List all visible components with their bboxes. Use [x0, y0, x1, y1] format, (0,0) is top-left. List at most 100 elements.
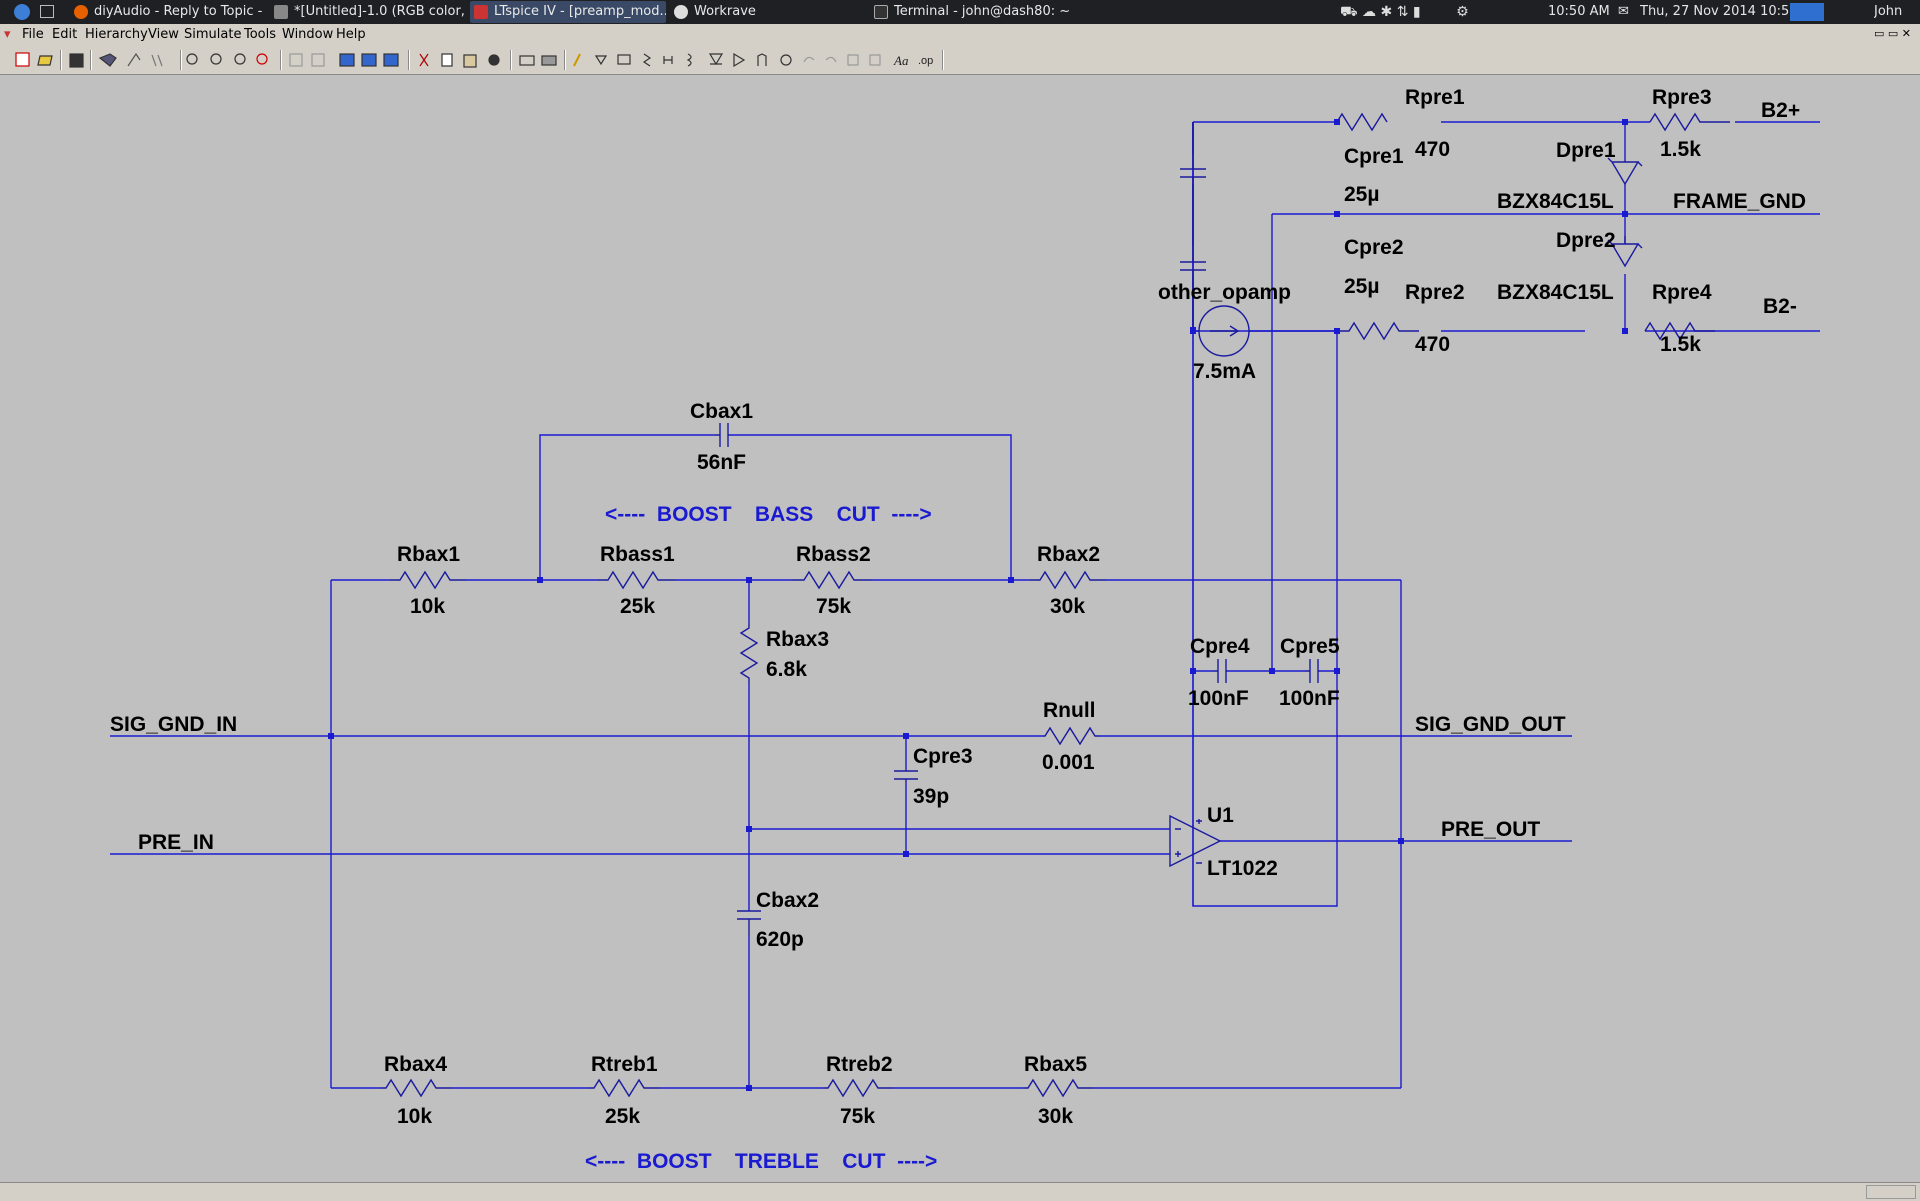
- bass-comment: <---- BOOST BASS CUT ---->: [605, 503, 932, 526]
- zoom-pan-icon[interactable]: [210, 53, 222, 65]
- draw-wire-icon[interactable]: [573, 53, 581, 67]
- mail-icon[interactable]: ✉: [1618, 4, 1629, 19]
- rpre2-symbol: [1337, 321, 1419, 341]
- task-workrave[interactable]: Workrave: [670, 1, 866, 23]
- menu-file[interactable]: File: [22, 27, 44, 42]
- copy-icon[interactable]: [441, 53, 453, 67]
- status-bar: [0, 1182, 1920, 1201]
- save-icon[interactable]: [69, 53, 84, 68]
- rbax3-name: Rbax3: [766, 628, 829, 651]
- rbax1-value: 10k: [410, 595, 445, 618]
- open-icon[interactable]: [37, 55, 53, 66]
- redo-icon[interactable]: [825, 56, 837, 63]
- zoom-in-icon[interactable]: [186, 53, 198, 65]
- undo-icon[interactable]: [803, 56, 815, 63]
- move-icon[interactable]: [757, 53, 767, 66]
- rbass1-symbol: [598, 570, 675, 590]
- menu-hierarchy[interactable]: Hierarchy: [85, 27, 148, 42]
- task-diyaudio[interactable]: diyAudio - Reply to Topic - ...: [70, 1, 266, 23]
- net-sig-gnd-in: SIG_GND_IN: [110, 713, 237, 736]
- task-ltspice[interactable]: LTspice IV - [preamp_mod....: [470, 1, 666, 23]
- net-pre-out: PRE_OUT: [1441, 818, 1540, 841]
- rotate-icon[interactable]: [847, 54, 859, 66]
- inductor-icon[interactable]: [686, 53, 692, 67]
- dpre1-value: BZX84C15L: [1497, 190, 1614, 213]
- cpre3-value: 39p: [913, 785, 949, 808]
- component-icon[interactable]: [733, 52, 746, 68]
- task-terminal[interactable]: Terminal - john@dash80: ~: [870, 1, 1090, 23]
- print-setup-icon[interactable]: [519, 55, 535, 66]
- app-icon[interactable]: ▾: [4, 27, 11, 42]
- capacitor-icon[interactable]: [663, 56, 673, 64]
- window-controls[interactable]: ▭ ▭ ✕: [1874, 27, 1911, 40]
- tile-vertical-icon[interactable]: [361, 53, 377, 67]
- cbax2-name: Cbax2: [756, 889, 819, 912]
- clock[interactable]: 10:50 AM: [1548, 4, 1610, 19]
- rbax5-name: Rbax5: [1024, 1053, 1087, 1076]
- cpre4-name: Cpre4: [1190, 635, 1250, 658]
- menu-window[interactable]: Window: [282, 27, 334, 42]
- drag-icon[interactable]: [780, 54, 792, 66]
- tray-icons[interactable]: ⛟ ☁ ✱ ⇅ ▮ ⚙: [1340, 4, 1469, 20]
- halt-icon[interactable]: [151, 54, 163, 67]
- wires[interactable]: [110, 121, 1820, 1089]
- spice-directive-icon[interactable]: .op: [918, 55, 933, 67]
- run-icon[interactable]: [127, 52, 141, 67]
- cascade-icon[interactable]: [311, 53, 325, 67]
- rnull-value: 0.001: [1042, 751, 1095, 774]
- status-resize-grip[interactable]: [1866, 1185, 1916, 1199]
- u1-value: LT1022: [1207, 857, 1278, 880]
- dpre1-name: Dpre1: [1556, 139, 1616, 162]
- workrave-icon: [674, 5, 688, 19]
- cascade-windows-icon[interactable]: [383, 53, 399, 67]
- schematic-canvas[interactable]: Rpre1 470 Rpre3 1.5k B2+ Cpre1 25µ Dpre1…: [0, 74, 1920, 1183]
- components-graphics[interactable]: [381, 112, 1730, 1098]
- rpre2-name: Rpre2: [1405, 281, 1465, 304]
- menu-simulate[interactable]: Simulate: [184, 27, 242, 42]
- text-icon[interactable]: Aa: [893, 53, 909, 68]
- ground-icon[interactable]: [594, 55, 608, 66]
- task-gimp[interactable]: *[Untitled]-1.0 (RGB color, ...: [270, 1, 466, 23]
- paste-icon[interactable]: [463, 54, 477, 68]
- tile-horizontal-icon[interactable]: [339, 53, 355, 67]
- cbax1-name: Cbax1: [690, 400, 753, 423]
- isrc-symbol: [1198, 305, 1250, 357]
- user-name[interactable]: John: [1874, 4, 1903, 19]
- find-icon[interactable]: [488, 54, 500, 66]
- menu-view[interactable]: View: [148, 27, 179, 42]
- date-label[interactable]: Thu, 27 Nov 2014 10:50: [1640, 4, 1798, 19]
- control-panel-icon[interactable]: [98, 53, 117, 67]
- menu-help[interactable]: Help: [336, 27, 366, 42]
- cpre1-symbol: [1180, 122, 1206, 214]
- mirror-icon[interactable]: [869, 54, 881, 66]
- zoom-fit-icon[interactable]: [256, 53, 268, 65]
- u1-name: U1: [1207, 804, 1234, 827]
- diode-icon[interactable]: [708, 53, 724, 66]
- start-menu-icon[interactable]: [14, 4, 30, 20]
- menu-edit[interactable]: Edit: [52, 27, 78, 42]
- rbax2-value: 30k: [1050, 595, 1085, 618]
- menu-tools[interactable]: Tools: [244, 27, 277, 42]
- menu-bar: ▾ File Edit Hierarchy View Simulate Tool…: [0, 24, 1920, 46]
- cbax1-value: 56nF: [697, 451, 746, 474]
- rtreb1-value: 25k: [605, 1105, 640, 1128]
- rnull-name: Rnull: [1043, 699, 1096, 722]
- rbax5-value: 30k: [1038, 1105, 1073, 1128]
- rtreb2-value: 75k: [840, 1105, 875, 1128]
- new-schematic-icon[interactable]: [15, 52, 30, 67]
- system-taskbar: diyAudio - Reply to Topic - ... *[Untitl…: [0, 0, 1920, 24]
- resistor-icon[interactable]: [642, 53, 652, 67]
- u1-symbol: [1169, 814, 1222, 868]
- cpre1-name: Cpre1: [1344, 145, 1404, 168]
- cut-icon[interactable]: [419, 53, 429, 67]
- cpre5-symbol: [1305, 659, 1319, 683]
- ltspice-icon: [474, 5, 488, 19]
- cbax1-symbol: [715, 423, 729, 447]
- terminal-launcher-icon[interactable]: [40, 5, 54, 18]
- ltspice-tray-icon[interactable]: [1790, 3, 1824, 21]
- label-net-icon[interactable]: [617, 54, 631, 65]
- tile-icon[interactable]: [289, 53, 303, 67]
- rtreb2-symbol: [823, 1078, 893, 1098]
- print-icon[interactable]: [541, 55, 557, 66]
- zoom-out-icon[interactable]: [234, 53, 246, 65]
